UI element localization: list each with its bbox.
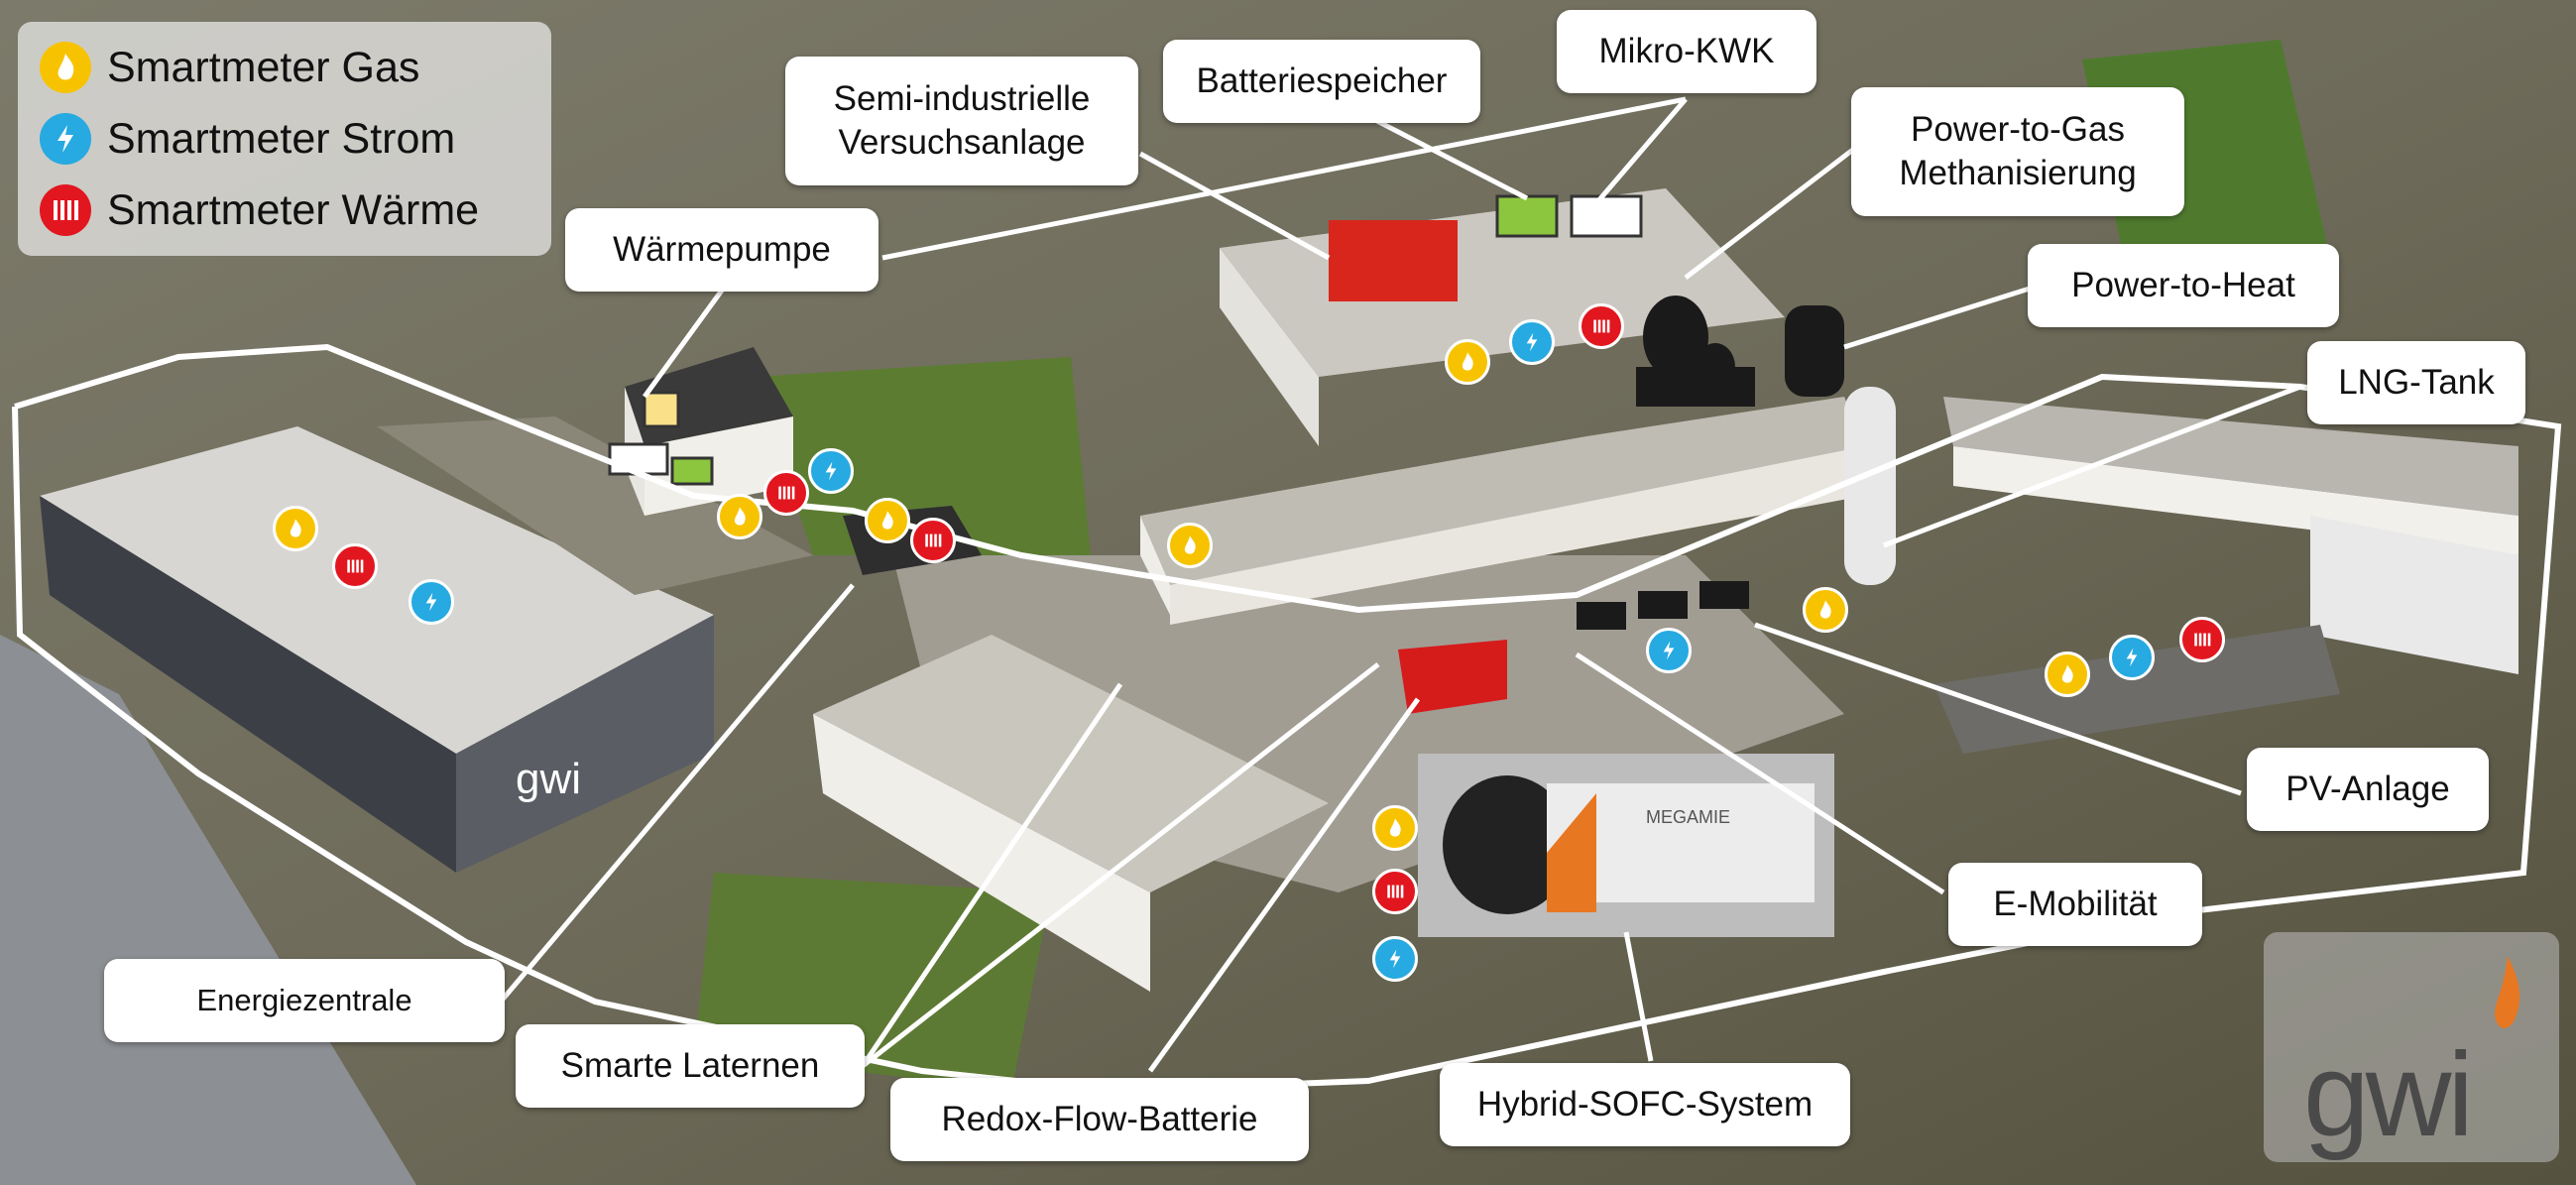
sofc-orange-panel (1547, 793, 1596, 912)
label-smarte-laternen: Smarte Laternen (516, 1024, 865, 1108)
power-meter-icon (2109, 635, 2155, 680)
heat-meter-icon (910, 518, 956, 563)
gas-meter-icon (865, 498, 910, 543)
building-facade (1170, 446, 1864, 625)
label-text: Power-to-Heat (2071, 266, 2295, 305)
building-sign: gwi (516, 755, 581, 803)
building-facade (813, 714, 1150, 992)
label-power-to-gas: Power-to-Gas Methanisierung (1851, 87, 2184, 216)
label-energiezentrale: Energiezentrale (104, 959, 505, 1042)
gas-meter-icon (273, 506, 318, 551)
power-meter-icon (1509, 319, 1555, 365)
label-power-to-heat: Power-to-Heat (2028, 244, 2339, 327)
power-meter-icon (409, 579, 454, 625)
legend-label: Smartmeter Wärme (107, 185, 480, 234)
label-mikro-kwk: Mikro-KWK (1557, 10, 1816, 93)
battery-icon-small (670, 456, 714, 486)
heat-meter-icon (1579, 303, 1624, 349)
sofc-brand: MEGAMIE (1646, 807, 1730, 827)
battery-icon (1495, 194, 1559, 238)
heat-meter-icon (1372, 869, 1418, 914)
label-text: PV-Anlage (2285, 770, 2450, 809)
label-text: Versuchsanlage (838, 123, 1086, 162)
legend-label: Smartmeter Strom (107, 114, 456, 163)
legend-item-gas: Smartmeter Gas (40, 42, 419, 93)
label-pv-anlage: PV-Anlage (2247, 748, 2489, 831)
gwi-logo: gwi (2264, 932, 2559, 1162)
heat-pump-icon (643, 391, 680, 428)
label-text: Power-to-Gas (1911, 110, 2125, 150)
label-text: Methanisierung (1899, 154, 2137, 192)
label-waermepumpe: Wärmepumpe (565, 208, 878, 292)
sofc-unit (1547, 783, 1815, 902)
building-facade (1220, 248, 1319, 446)
lightning-icon (40, 113, 91, 165)
heat-meter-icon (2179, 617, 2225, 662)
label-redox-flow-batterie: Redox-Flow-Batterie (890, 1078, 1309, 1161)
label-hybrid-sofc-system: Hybrid-SOFC-System (1440, 1063, 1850, 1146)
grass-area (754, 357, 1091, 555)
flame-icon (40, 42, 91, 93)
heat-meter-icon (763, 470, 809, 516)
power-meter-icon (1372, 936, 1418, 982)
heat-meter-icon (332, 543, 378, 589)
building-roof (813, 635, 1329, 892)
gas-meter-icon (1372, 805, 1418, 851)
redox-container (1398, 640, 1507, 714)
heat-icon (40, 184, 91, 236)
legend-label: Smartmeter Gas (107, 43, 420, 91)
semi-industrial-unit (1329, 220, 1458, 301)
legend-item-waerme: Smartmeter Wärme (40, 184, 479, 236)
label-text: LNG-Tank (2338, 363, 2495, 403)
label-text: Batteriespeicher (1196, 61, 1448, 101)
flame-logo-icon (2495, 956, 2520, 1028)
building-roof (1140, 397, 1864, 585)
hall (2310, 516, 2518, 674)
label-batteriespeicher: Batteriespeicher (1163, 40, 1480, 123)
lng-tank (1844, 387, 1896, 585)
pv-panels (1577, 581, 1749, 630)
legend-item-strom: Smartmeter Strom (40, 113, 455, 165)
building-facade (1140, 516, 1170, 615)
legend: Smartmeter Gas Smartmeter Strom Smartmet… (18, 22, 551, 256)
power-meter-icon (808, 448, 854, 494)
building-roof (1943, 397, 2518, 516)
power-to-gas-icon (1636, 296, 1755, 407)
label-text: Mikro-KWK (1598, 32, 1775, 71)
label-e-mobilitaet: E-Mobilität (1948, 863, 2202, 946)
gas-meter-icon (1803, 587, 1848, 633)
label-lng-tank: LNG-Tank (2307, 341, 2525, 424)
building-roof (40, 426, 714, 754)
label-text: Energiezentrale (196, 982, 412, 1017)
gas-meter-icon (717, 494, 762, 539)
mikro-kwk-icon (1570, 194, 1643, 238)
building-facade (456, 615, 714, 873)
label-text: Semi-industrielle (833, 79, 1091, 119)
gas-meter-icon (1445, 339, 1490, 385)
building-facade (40, 496, 456, 873)
sofc-tank (1443, 775, 1572, 914)
building-roof (377, 416, 813, 595)
leader-lines (499, 96, 2301, 1073)
label-text: Wärmepumpe (613, 230, 831, 270)
label-text: Hybrid-SOFC-System (1476, 1085, 1814, 1125)
gas-meter-icon (1167, 523, 1213, 568)
label-text: Redox-Flow-Batterie (941, 1100, 1258, 1139)
label-text: E-Mobilität (1993, 885, 2158, 924)
mikro-kwk-icon-small (608, 442, 669, 476)
gas-meter-icon (2045, 652, 2090, 697)
road (0, 635, 416, 1185)
power-meter-icon (1646, 628, 1692, 673)
logo-text: gwi (2303, 1028, 2474, 1161)
power-to-heat-icon (1785, 305, 1844, 397)
label-text: Smarte Laternen (560, 1046, 820, 1086)
building-facade (1953, 446, 2518, 555)
label-semi-industrielle-versuchsanlage: Semi-industrielle Versuchsanlage (785, 57, 1138, 185)
